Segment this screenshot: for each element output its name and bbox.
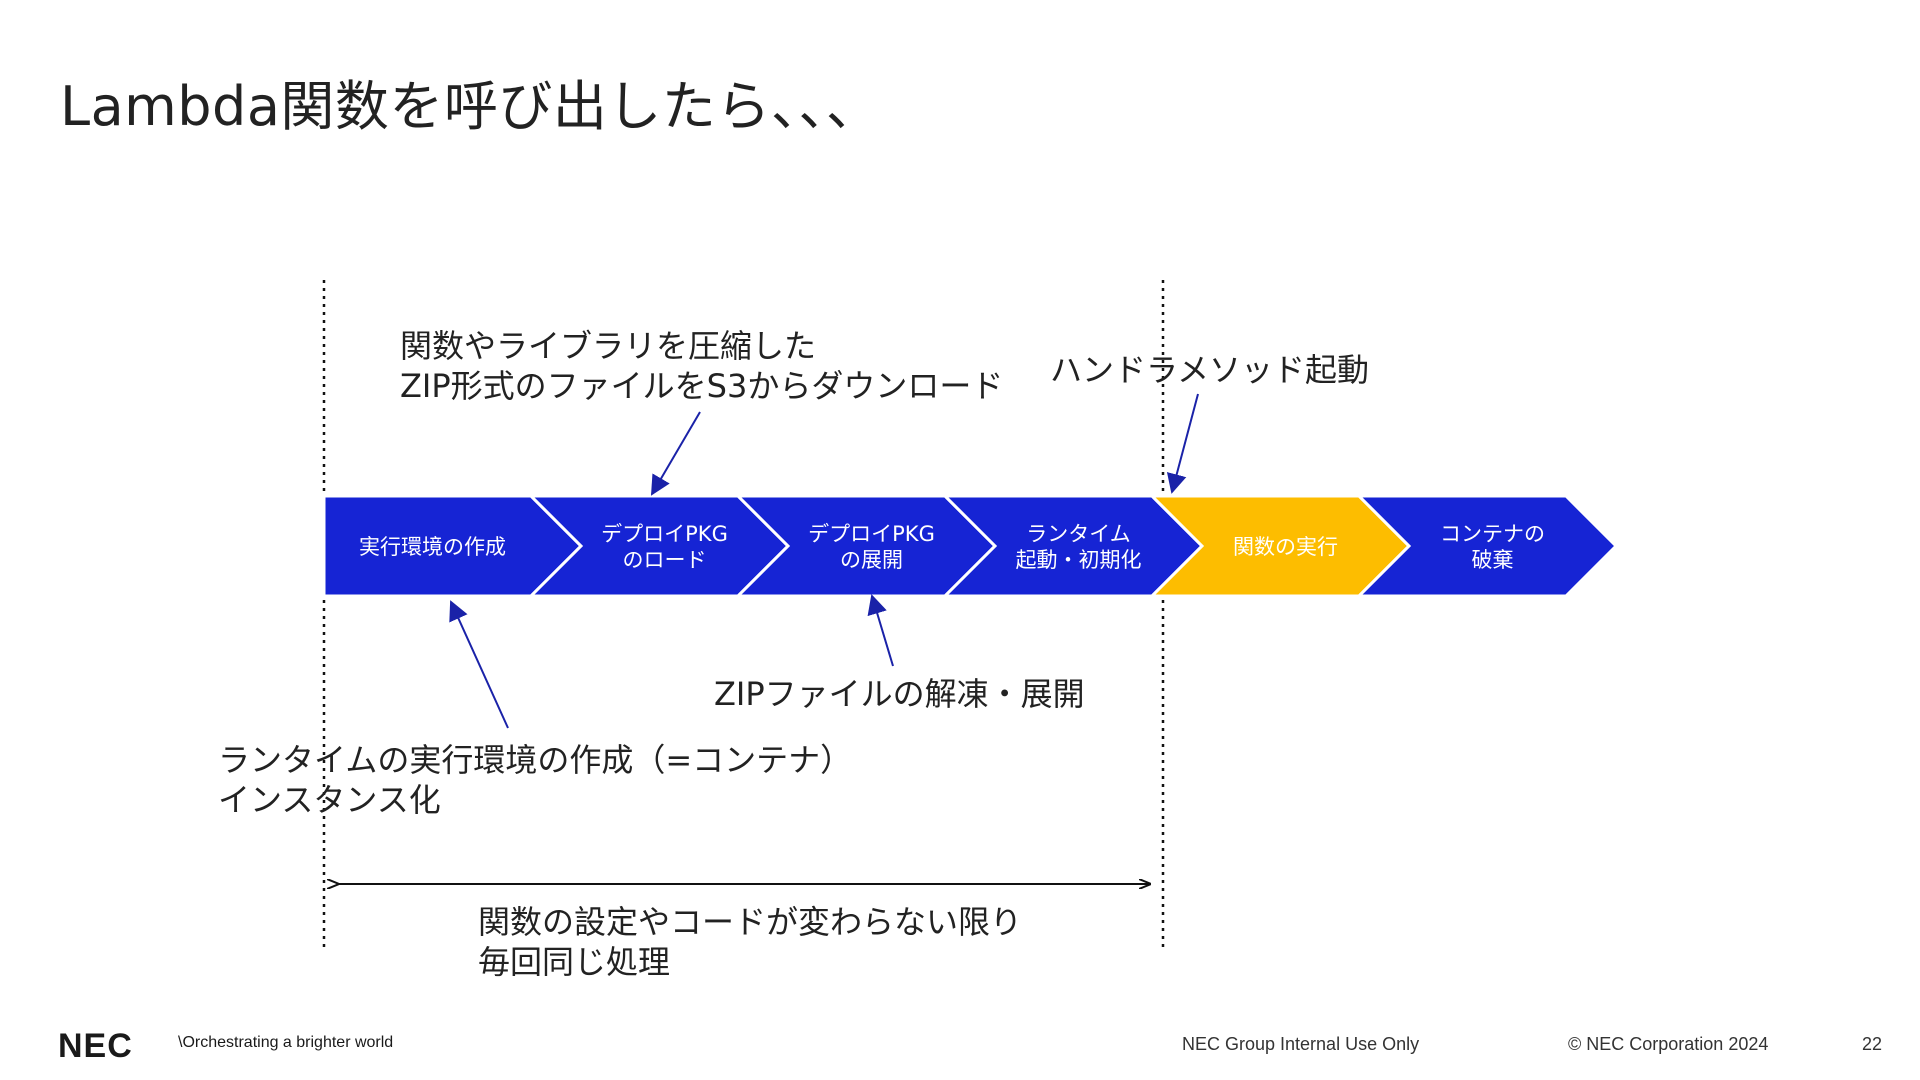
annotation-runtime-env: ランタイムの実行環境の作成（=コンテナ） インスタンス化 xyxy=(218,740,852,820)
arrow-to-pkg-load xyxy=(650,411,701,496)
step-label: 破棄 xyxy=(1472,548,1514,572)
step-label: ランタイム xyxy=(1026,522,1131,546)
annotation-zip-download: 関数やライブラリを圧縮した ZIP形式のファイルをS3からダウンロード xyxy=(400,326,1003,406)
step-label: の展開 xyxy=(840,548,903,572)
annotation-line: 関数の設定やコードが変わらない限り xyxy=(478,903,1023,941)
page-title: Lambda関数を呼び出したら、、、 xyxy=(60,75,881,138)
annotation-same-process: 関数の設定やコードが変わらない限り 毎回同じ処理 xyxy=(478,902,1022,982)
step-chevron xyxy=(1355,494,1619,598)
arrow-to-env-create xyxy=(449,600,509,729)
copyright: © NEC Corporation 2024 xyxy=(1568,1034,1769,1054)
step-label: のロード xyxy=(623,548,707,572)
annotation-line: ランタイムの実行環境の作成（=コンテナ） xyxy=(218,741,853,779)
step-label: 実行環境の作成 xyxy=(359,535,506,559)
annotation-line: ZIPファイルの解凍・展開 xyxy=(714,675,1085,713)
annotation-line: ZIP形式のファイルをS3からダウンロード xyxy=(400,367,1004,405)
annotation-line: 関数やライブラリを圧縮した xyxy=(400,327,817,365)
annotation-unzip: ZIPファイルの解凍・展開 xyxy=(714,674,1085,714)
step-label: コンテナの xyxy=(1440,522,1545,546)
step-label: デプロイPKG xyxy=(601,522,728,546)
tagline: \Orchestrating a brighter world xyxy=(178,1034,394,1051)
arrow-to-handler xyxy=(1166,393,1199,494)
step-label: デプロイPKG xyxy=(808,522,935,546)
step-label: 関数の実行 xyxy=(1233,535,1338,559)
annotation-handler: ハンドラメソッド起動 xyxy=(1050,350,1369,390)
process-steps: 実行環境の作成デプロイPKGのロードデプロイPKGの展開ランタイム起動・初期化関… xyxy=(322,494,1619,598)
annotation-line: 毎回同じ処理 xyxy=(478,943,671,981)
annotation-line: ハンドラメソッド起動 xyxy=(1050,351,1370,389)
page-number: 22 xyxy=(1862,1034,1883,1054)
arrow-to-pkg-extract xyxy=(867,594,894,667)
annotation-line: インスタンス化 xyxy=(218,781,441,819)
step-label: 起動・初期化 xyxy=(1016,548,1142,572)
nec-logo: NEC xyxy=(58,1027,133,1065)
internal-use-label: NEC Group Internal Use Only xyxy=(1182,1034,1420,1054)
